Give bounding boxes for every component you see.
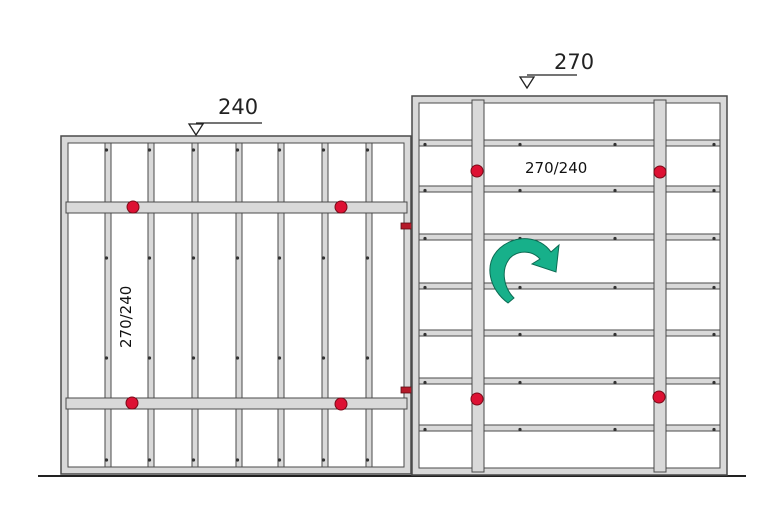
left-vertical-stud: [321, 142, 329, 468]
clamp-icon: [470, 392, 484, 406]
clamp-icon: [126, 200, 140, 214]
right-horizontal-rail: [418, 233, 721, 241]
left-formwork-panel: [60, 135, 412, 475]
left-vertical-stud: [147, 142, 155, 468]
right-left-waler: [471, 99, 485, 473]
right-right-waler: [653, 99, 667, 473]
level-triangle-icon: [518, 76, 536, 90]
left-vertical-stud: [235, 142, 243, 468]
right-height-marker: 270: [518, 50, 594, 90]
right-horizontal-rail: [418, 282, 721, 290]
clamp-icon: [470, 164, 484, 178]
left-lower-waler: [65, 397, 408, 410]
rotate-arrow-icon: [489, 238, 560, 304]
right-horizontal-rail: [418, 377, 721, 385]
left-height-label: 240: [218, 95, 258, 119]
right-horizontal-rail: [418, 185, 721, 193]
right-horizontal-rail: [418, 329, 721, 337]
right-panel-module-label: 270/240: [525, 159, 587, 177]
clamp-icon: [334, 200, 348, 214]
right-formwork-panel: [411, 95, 728, 476]
clamp-icon: [334, 397, 348, 411]
clamp-icon: [125, 396, 139, 410]
left-vertical-stud: [191, 142, 199, 468]
right-height-label: 270: [554, 50, 594, 74]
left-vertical-stud: [277, 142, 285, 468]
left-height-marker: 240: [187, 95, 262, 137]
right-horizontal-rail: [418, 139, 721, 147]
right-horizontal-rail: [418, 424, 721, 432]
left-panel-module-label: 270/240: [117, 286, 135, 348]
clamp-icon: [653, 165, 667, 179]
level-triangle-icon: [187, 123, 205, 137]
left-vertical-stud: [104, 142, 112, 468]
left-upper-waler: [65, 201, 408, 214]
left-vertical-stud: [365, 142, 373, 468]
clamp-icon: [652, 390, 666, 404]
